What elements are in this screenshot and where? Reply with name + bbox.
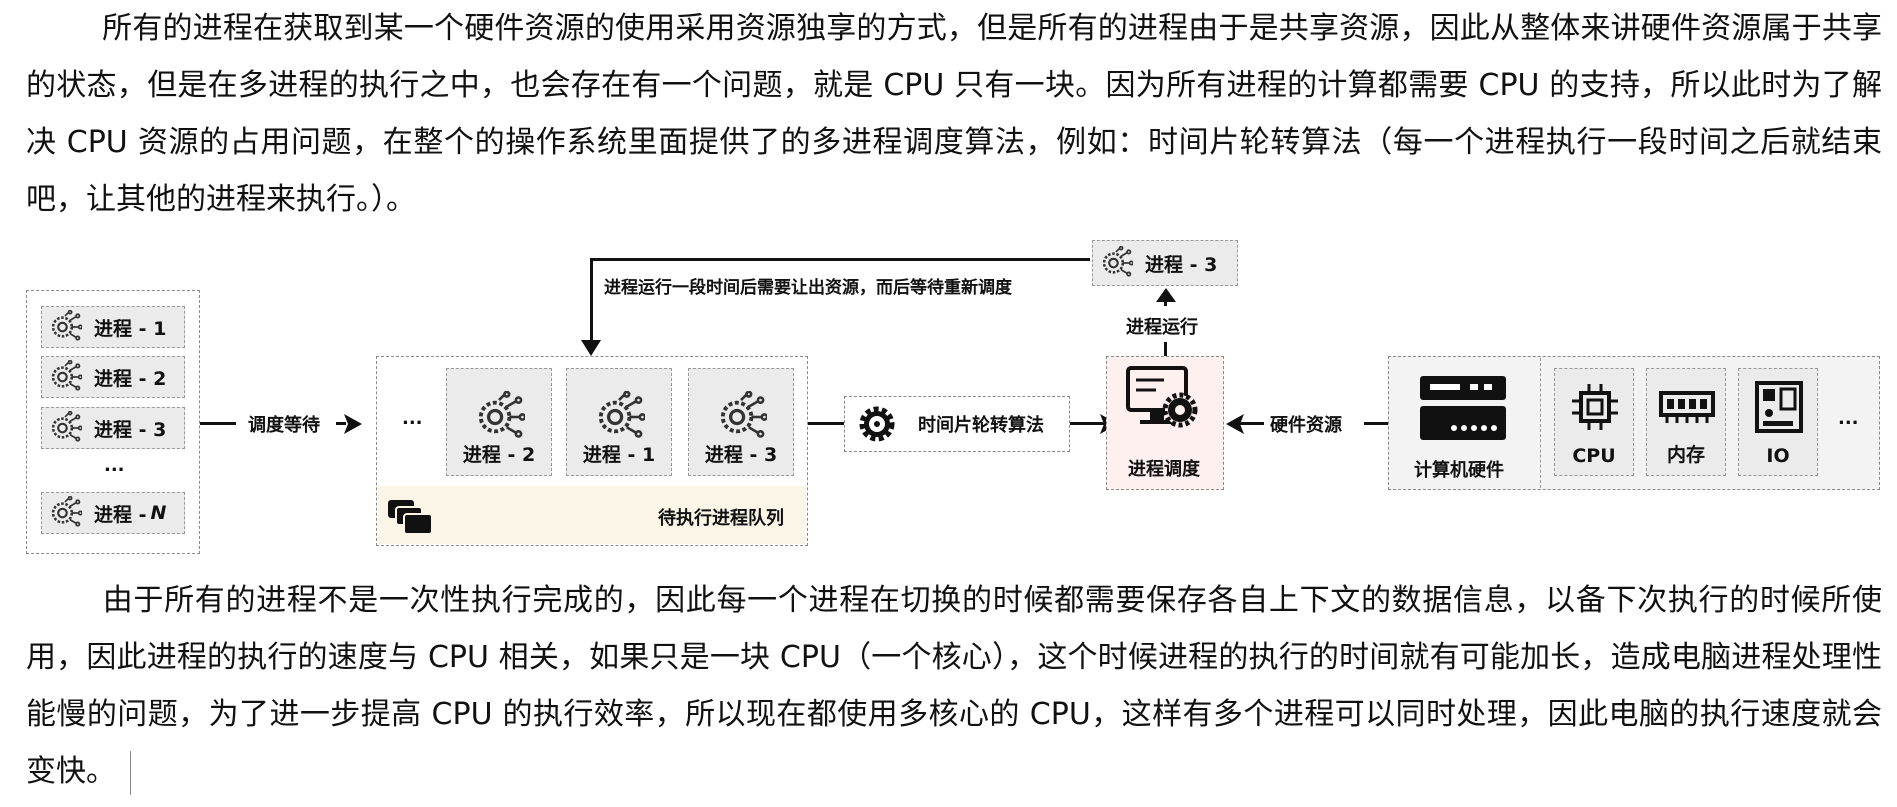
queue-ellipsis: ... (402, 408, 423, 429)
arrow-left-icon (1226, 414, 1244, 434)
hardware-tile-io: IO (1738, 368, 1818, 476)
memory-icon (1659, 391, 1715, 423)
arrow-down-icon (581, 340, 601, 356)
process-item-n: 进程 - N (41, 492, 185, 534)
ai-chip-icon (51, 310, 82, 342)
connector-line (1364, 422, 1388, 425)
hardware-tile-memory: 内存 (1646, 368, 1726, 476)
process-item: 进程 - 3 (41, 407, 185, 449)
cpu-icon (1572, 384, 1618, 430)
body-paragraph: 由于所有的进程不是一次性执行完成的，因此每一个进程在切换的时候都需要保存各自上下… (26, 572, 1882, 800)
wait-label: 调度等待 (248, 415, 320, 436)
scheduler-label: 进程调度 (1128, 459, 1200, 480)
ai-chip-icon (478, 391, 525, 439)
process-item: 进程 - 2 (41, 356, 185, 398)
stacked-windows-icon (388, 500, 433, 535)
queue-footer (378, 486, 806, 544)
hardware-tile-cpu: CPU (1554, 368, 1634, 476)
connector-line (200, 422, 236, 425)
ai-chip-icon (598, 391, 645, 439)
text-cursor (130, 750, 131, 795)
algorithm-box (844, 396, 1070, 452)
connector-line (808, 422, 844, 425)
ai-chip-icon (51, 496, 82, 528)
arrow-up-icon (1156, 288, 1176, 302)
running-process: 进程 - 3 (1092, 240, 1238, 286)
connector-line (1240, 422, 1264, 425)
hardware-ellipsis: ... (1838, 408, 1859, 429)
queue-process-tile: 进程 - 2 (446, 368, 552, 476)
intro-paragraph: 所有的进程在获取到某一个硬件资源的使用采用资源独享的方式，但是所有的进程由于是共… (26, 0, 1882, 228)
process-list-ellipsis: ... (104, 455, 125, 476)
queue-label: 待执行进程队列 (658, 508, 784, 529)
computer-label: 计算机硬件 (1414, 460, 1504, 481)
connector-line (1164, 300, 1167, 306)
ai-chip-icon (720, 391, 767, 439)
ai-chip-icon (51, 411, 82, 443)
algorithm-label: 时间片轮转算法 (918, 415, 1044, 436)
server-hardware-icon (1420, 376, 1506, 440)
computer-settings-icon (1126, 366, 1198, 428)
queue-process-tile: 进程 - 3 (688, 368, 794, 476)
waiting-queue (376, 356, 808, 546)
process-item: 进程 - 1 (41, 306, 185, 348)
body-paragraph-text: 由于所有的进程不是一次性执行完成的，因此每一个进程在切换的时候都需要保存各自上下… (26, 583, 1882, 789)
feedback-line (590, 258, 1090, 261)
queue-process-tile: 进程 - 1 (566, 368, 672, 476)
divider (1540, 358, 1543, 488)
ai-chip-icon (51, 360, 82, 392)
process-pool (26, 290, 200, 554)
io-board-icon (1755, 381, 1803, 433)
connector-line (1070, 422, 1104, 425)
arrow-right-icon (344, 414, 362, 434)
ai-chip-icon (1102, 246, 1133, 278)
cog-chip-icon (859, 406, 895, 442)
intro-paragraph-text: 所有的进程在获取到某一个硬件资源的使用采用资源独享的方式，但是所有的进程由于是共… (26, 11, 1882, 217)
connector-line (336, 422, 346, 425)
connector-line (1164, 342, 1167, 356)
yield-label: 进程运行一段时间后需要让出资源，而后等待重新调度 (604, 278, 1012, 298)
feedback-line (590, 258, 593, 346)
running-label: 进程运行 (1126, 317, 1198, 338)
hardware-resource-label: 硬件资源 (1270, 415, 1342, 436)
